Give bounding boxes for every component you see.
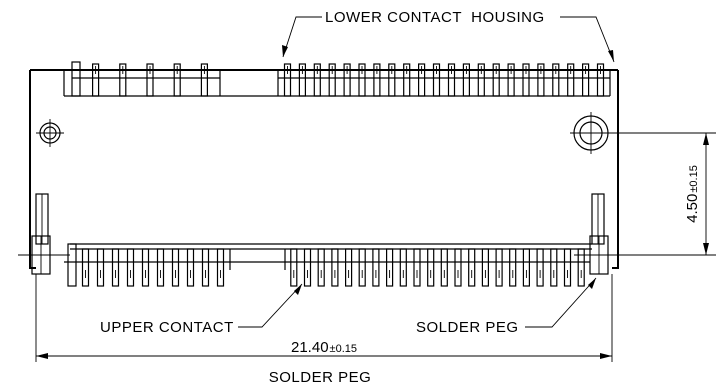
upper-contact-pin <box>201 248 210 287</box>
lower-contact-pin <box>581 63 590 97</box>
lower-contact-housing-callout: LOWER CONTACT HOUSING <box>282 9 615 63</box>
lower-contact-pin <box>119 63 127 97</box>
upper-contact-pin <box>317 248 325 287</box>
lower-contact-pin <box>200 63 208 97</box>
left-mounting-hole <box>36 119 64 147</box>
upper-contact-pin <box>495 248 503 287</box>
upper-contact-pin <box>386 248 394 287</box>
lower-contact-pin <box>492 63 500 97</box>
lower-contact-pin <box>403 63 411 97</box>
upper-contact-pin <box>171 248 180 287</box>
lower-contact-pin <box>567 63 575 97</box>
upper-contact-pin <box>345 248 353 287</box>
lower-contact-pin <box>91 63 100 97</box>
lower-contact-pin <box>358 63 366 97</box>
upper-contact-pin <box>358 248 366 287</box>
upper-contact-pin <box>290 248 298 287</box>
upper-contact-pin <box>522 248 531 287</box>
lower-contact-pin <box>418 63 426 97</box>
upper-contact-pin <box>331 248 339 287</box>
upper-contact-pin <box>509 248 517 287</box>
lower-contact-pin <box>373 63 381 97</box>
housing-outline <box>29 69 619 269</box>
solder-peg-bottom-label: SOLDER PEG <box>269 369 372 386</box>
lower-contact-pin <box>507 63 515 97</box>
upper-contact-pin <box>577 248 585 287</box>
right-solder-peg <box>574 193 620 275</box>
upper-contact-pin <box>399 248 407 287</box>
upper-contact-pins <box>64 243 590 287</box>
upper-contact-pin <box>156 248 165 287</box>
lower-contact-pin <box>522 63 530 97</box>
upper-contact-pin <box>303 248 312 287</box>
upper-contact-pin <box>563 248 572 287</box>
height-dimension: 4.50±0.15 <box>612 132 716 256</box>
upper-contact-pin <box>413 248 421 287</box>
lower-contact-pin <box>173 63 181 97</box>
upper-contact-pin <box>96 248 105 287</box>
upper-contact-pin <box>536 248 544 287</box>
upper-contact-pin <box>550 248 558 287</box>
lower-contact-pin <box>283 63 292 97</box>
upper-contact-pin <box>481 248 489 287</box>
lower-contact-pin <box>298 63 306 97</box>
upper-contact-callout: UPPER CONTACT <box>100 283 303 336</box>
upper-contact-pin <box>126 248 135 287</box>
lower-contact-pin <box>552 63 560 97</box>
solder-peg-callout: SOLDER PEG <box>416 277 597 336</box>
lower-contact-housing-label: LOWER CONTACT HOUSING <box>325 9 545 26</box>
upper-contact-pin <box>468 248 476 287</box>
upper-contact-pin <box>454 248 462 287</box>
lower-contact-pin <box>537 63 545 97</box>
upper-contact-pin <box>111 248 120 287</box>
upper-contact-label: UPPER CONTACT <box>100 319 234 336</box>
lower-contact-pin <box>328 63 336 97</box>
bottom-pin-end-left <box>67 243 77 287</box>
upper-contact-pin <box>216 248 225 287</box>
lower-contact-pin <box>596 63 605 97</box>
upper-contact-pin <box>186 248 195 287</box>
lower-contact-pin <box>343 63 351 97</box>
lower-contact-pin <box>388 63 396 97</box>
upper-contact-pin <box>427 248 435 287</box>
upper-contact-pin <box>141 248 150 287</box>
upper-contact-pin <box>81 248 90 287</box>
lower-contact-pin <box>447 63 456 97</box>
lower-contact-pin <box>462 63 470 97</box>
solder-peg-right-label: SOLDER PEG <box>416 319 519 336</box>
lower-contact-pin <box>313 63 321 97</box>
width-dimension-label: 21.40±0.15 <box>291 339 357 356</box>
left-solder-peg <box>18 193 70 275</box>
width-dimension: 21.40±0.15 SOLDER PEG <box>35 274 613 386</box>
upper-contact-pin <box>372 248 380 287</box>
right-mounting-hole <box>570 112 612 154</box>
lower-contact-pin <box>432 63 441 97</box>
lower-contact-pins <box>71 61 610 97</box>
height-dimension-label: 4.50±0.15 <box>684 165 701 223</box>
lower-contact-pin <box>146 63 154 97</box>
lower-contact-pin <box>477 63 485 97</box>
top-pin-end-left <box>71 61 81 97</box>
upper-contact-pin <box>440 248 448 287</box>
